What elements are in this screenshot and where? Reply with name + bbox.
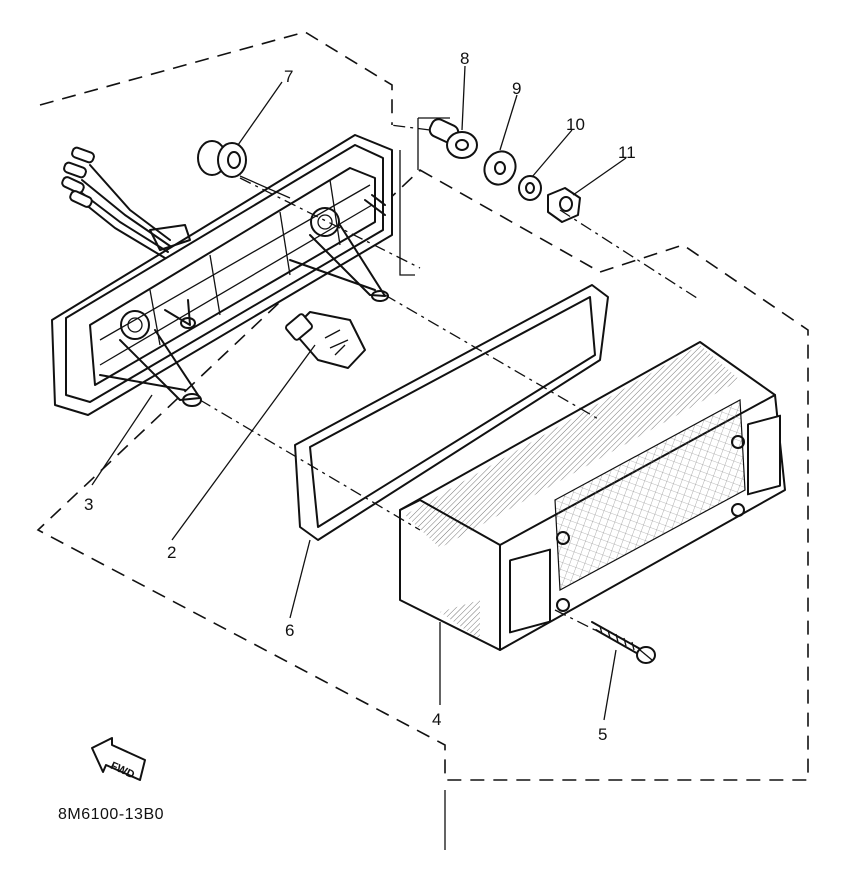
label-part-8: 8 (460, 49, 469, 68)
collar-bolt (428, 118, 478, 159)
label-part-4: 4 (432, 710, 441, 729)
label-part-9: 9 (512, 79, 521, 98)
flat-washer (483, 150, 517, 186)
drawing-code: 8M6100-13B0 (58, 806, 164, 823)
label-part-7: 7 (284, 67, 293, 86)
label-part-11: 11 (618, 143, 636, 162)
lens (399, 341, 786, 651)
label-part-10: 10 (566, 115, 585, 134)
label-part-3: 3 (84, 495, 93, 514)
forward-direction-arrow: FWD (91, 737, 146, 781)
assembly-boundary (36, 31, 809, 781)
alignment-lines (199, 124, 701, 631)
hex-nut (547, 187, 581, 223)
grommet-guide (239, 175, 291, 199)
wiring-harness (61, 146, 191, 259)
fastener-bracket (399, 117, 450, 276)
screw (591, 621, 656, 664)
lamp-housing (51, 134, 393, 416)
label-part-2: 2 (167, 543, 176, 562)
leader-lines (91, 65, 627, 721)
gasket (294, 284, 609, 541)
spring-washer (518, 175, 542, 201)
grommet (197, 140, 247, 178)
bulb (285, 311, 366, 369)
label-part-6: 6 (285, 621, 294, 640)
label-part-5: 5 (598, 725, 607, 744)
